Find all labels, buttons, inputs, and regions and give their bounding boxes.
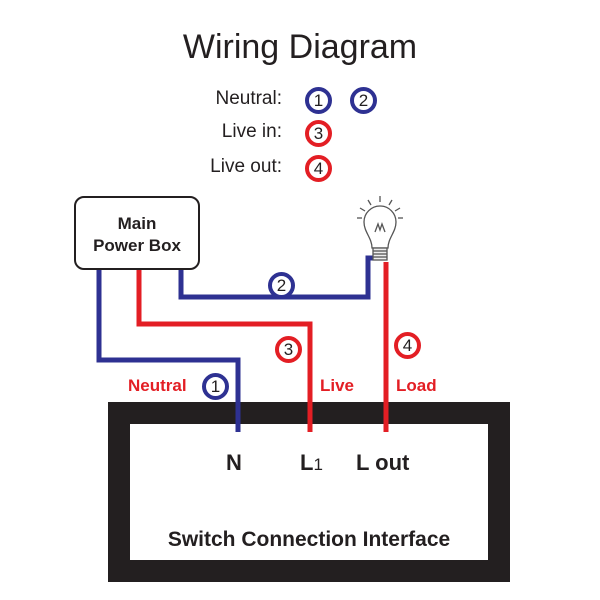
power-box-line1: Main — [117, 214, 157, 233]
terminal-lout: L out — [356, 450, 410, 475]
main-power-box: Main Power Box — [74, 196, 200, 270]
legend-label-live-out: Live out: — [210, 156, 282, 177]
power-box-line2: Power Box — [93, 236, 181, 255]
wire-2-neutral — [178, 255, 378, 300]
switch-interface: N L1 L out Switch Connection Interface — [108, 402, 510, 582]
wire-3-live-in — [136, 270, 313, 430]
wire-label-load: Load — [396, 376, 437, 395]
wire-badge-1: 1 — [202, 373, 229, 400]
wire-1-neutral — [96, 270, 241, 430]
wire-badge-2: 2 — [268, 272, 295, 299]
legend-badge-1: 1 — [305, 87, 332, 114]
wire-badge-3: 3 — [275, 336, 302, 363]
interface-title: Switch Connection Interface — [167, 528, 451, 551]
terminal-l1-sub: 1 — [313, 455, 323, 474]
legend-label-live-in: Live in: — [221, 121, 282, 142]
wire-badge-4: 4 — [394, 332, 421, 359]
terminal-n: N — [226, 450, 242, 475]
diagram-title: Wiring Diagram — [182, 28, 418, 66]
wire-label-neutral: Neutral — [128, 376, 187, 395]
switch-interface-panel: N L1 L out Switch Connection Interface — [130, 424, 488, 560]
legend-label-neutral: Neutral: — [215, 88, 282, 109]
light-bulb-icon — [357, 196, 403, 261]
terminal-l1-main: L — [300, 450, 314, 475]
legend-badge-2: 2 — [350, 87, 377, 114]
terminal-l1: L1 — [300, 450, 323, 476]
legend-badge-3: 3 — [305, 120, 332, 147]
wire-label-live: Live — [320, 376, 355, 395]
legend-badge-4: 4 — [305, 155, 332, 182]
